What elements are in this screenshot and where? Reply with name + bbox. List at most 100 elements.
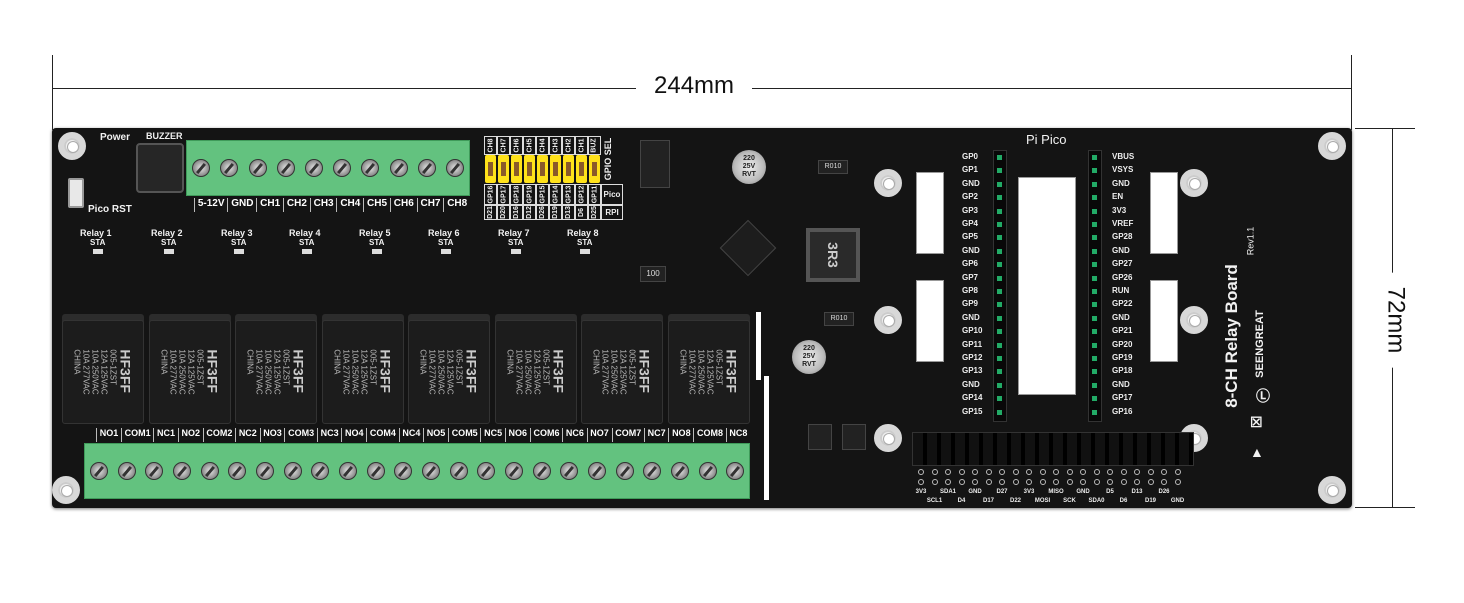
pad-icon: [1066, 479, 1073, 485]
pico-pin-label-left: GP4: [962, 219, 979, 228]
ic: [842, 424, 866, 450]
board-revision: Rev1.1: [1245, 226, 1256, 256]
relay-spec-line: CHINA: [72, 349, 82, 375]
gpio-jumper-icon: [550, 155, 561, 183]
pico-pin-label-right: GP18: [1112, 366, 1133, 376]
terminal-slot: [113, 462, 141, 480]
gpio-jumper-icon: [524, 155, 535, 183]
output-terminal-label: COM2: [202, 428, 236, 442]
pin-icon: [1092, 302, 1097, 308]
pin-icon: [997, 396, 1002, 402]
relay-led-label: Relay 8: [567, 228, 599, 238]
pin-icon: [997, 342, 1002, 348]
gpio-pico-text: GP14: [552, 185, 559, 204]
relay-sta-label: STA: [438, 238, 454, 247]
terminal-slot: [445, 462, 473, 480]
relay-spec-line: 10A 250VAC: [523, 349, 532, 395]
pin-icon: [1092, 342, 1097, 348]
terminal-slot: [272, 159, 300, 177]
pico-header-right: [1088, 150, 1102, 422]
pin-icon: [1092, 248, 1097, 254]
pad-icon: [1093, 469, 1100, 475]
terminal-screw-icon: [389, 159, 408, 177]
terminal-screw-icon: [698, 462, 717, 480]
ic: [808, 424, 832, 450]
relay-led-label: Relay 3: [221, 228, 253, 238]
side-cutout: [916, 280, 944, 362]
pico-pin-label-left: GP8: [962, 286, 979, 295]
gpio-channel-label: CH8: [484, 136, 497, 155]
terminal-screw-icon: [255, 462, 274, 480]
pico-pin-label-right: GP17: [1112, 393, 1133, 403]
terminal-screw-icon: [726, 462, 745, 480]
capacitor-label: 220 25V RVT: [802, 345, 816, 368]
buzzer: [136, 143, 184, 193]
terminal-screw-icon: [220, 159, 239, 177]
pad-icon: [985, 479, 992, 485]
relay-spec-line: CHINA: [159, 349, 168, 375]
relay-spec-line: 12A 125VAC: [186, 349, 195, 395]
pad-icon: [972, 479, 978, 485]
mounting-hole: [1318, 132, 1346, 160]
terminal-screw-icon: [361, 159, 380, 177]
relay-spec-line: 10A 250VAC: [177, 349, 186, 395]
terminal-slot: [384, 159, 412, 177]
pad-icon: [1174, 479, 1181, 485]
pin-icon: [1092, 262, 1097, 268]
pin-icon: [1092, 369, 1097, 375]
status-led-icon: [93, 249, 103, 254]
gpio-pico-text: GP12: [578, 185, 585, 204]
output-terminal-label: NO4: [341, 428, 367, 442]
capacitor: 220 25V RVT: [792, 340, 826, 374]
terminal-screw-icon: [445, 159, 464, 177]
terminal-slot: [362, 462, 390, 480]
output-terminal-label: COM1: [120, 428, 154, 442]
gpio-channel-text: CH4: [539, 138, 547, 153]
relay-led-label: Relay 7: [498, 228, 530, 238]
terminal-screw-icon: [172, 462, 191, 480]
pico-pin-label-left: GP14: [962, 393, 983, 403]
output-terminal-label: NC8: [725, 428, 751, 442]
pico-pin-label-right: GND: [1112, 312, 1130, 322]
pico-pin-label-left: GP7: [962, 272, 979, 282]
pin-icon: [997, 369, 1002, 375]
relay-spec-line: 10A 277VAC: [254, 349, 264, 395]
relay-model: HF3FF: [290, 349, 307, 393]
pico-pin-label-right: GND: [1112, 178, 1130, 188]
reset-button[interactable]: [68, 178, 84, 208]
status-led-icon: [441, 249, 451, 254]
relay-spec-line: CHINA: [591, 349, 601, 375]
terminal-slot: [721, 462, 749, 480]
output-terminal-label: NC4: [398, 428, 424, 442]
pico-pin-label-right: GP16: [1112, 406, 1133, 416]
board-slot: [764, 376, 769, 500]
relay-sta-label: STA: [508, 238, 524, 247]
pico-pin-label-right: VBUS: [1112, 152, 1135, 161]
gpio-pico-pin: GP12: [575, 184, 588, 205]
terminal-slot: [500, 462, 528, 480]
terminal-slot: [306, 462, 334, 480]
output-terminal-label: COM7: [611, 428, 644, 442]
gpio-jumper-icon: [498, 155, 509, 183]
gpio-pico-pin: GP14: [549, 184, 562, 205]
relay-led-label: Relay 1: [80, 228, 112, 238]
relay-spec-line: 005-1ZST: [714, 349, 723, 385]
terminal-screw-icon: [228, 462, 247, 480]
output-terminal-label: NO2: [177, 428, 203, 442]
terminal-slot: [187, 159, 215, 177]
terminal-screw-icon: [615, 462, 634, 480]
pico-pin-label-left: GP2: [962, 192, 979, 202]
gpio-channel-label: CH5: [523, 136, 536, 155]
terminal-screw-icon: [248, 159, 267, 177]
gpio-pico-pin: GP16: [484, 184, 497, 205]
terminal-slot: [85, 462, 113, 480]
pad-icon: [1039, 469, 1046, 475]
gpio-rpi-pin: D21: [484, 205, 497, 220]
terminal-slot: [251, 462, 279, 480]
gpio-rpi-text: D19: [552, 206, 559, 219]
